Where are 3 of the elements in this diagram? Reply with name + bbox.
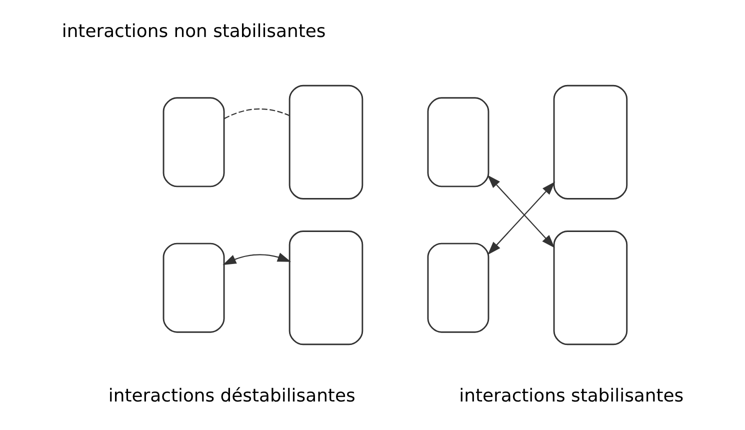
label: interactions déstabilisantes — [108, 385, 356, 406]
label: interactions stabilisantes — [459, 385, 684, 406]
label: interactions non stabilisantes — [62, 21, 326, 42]
